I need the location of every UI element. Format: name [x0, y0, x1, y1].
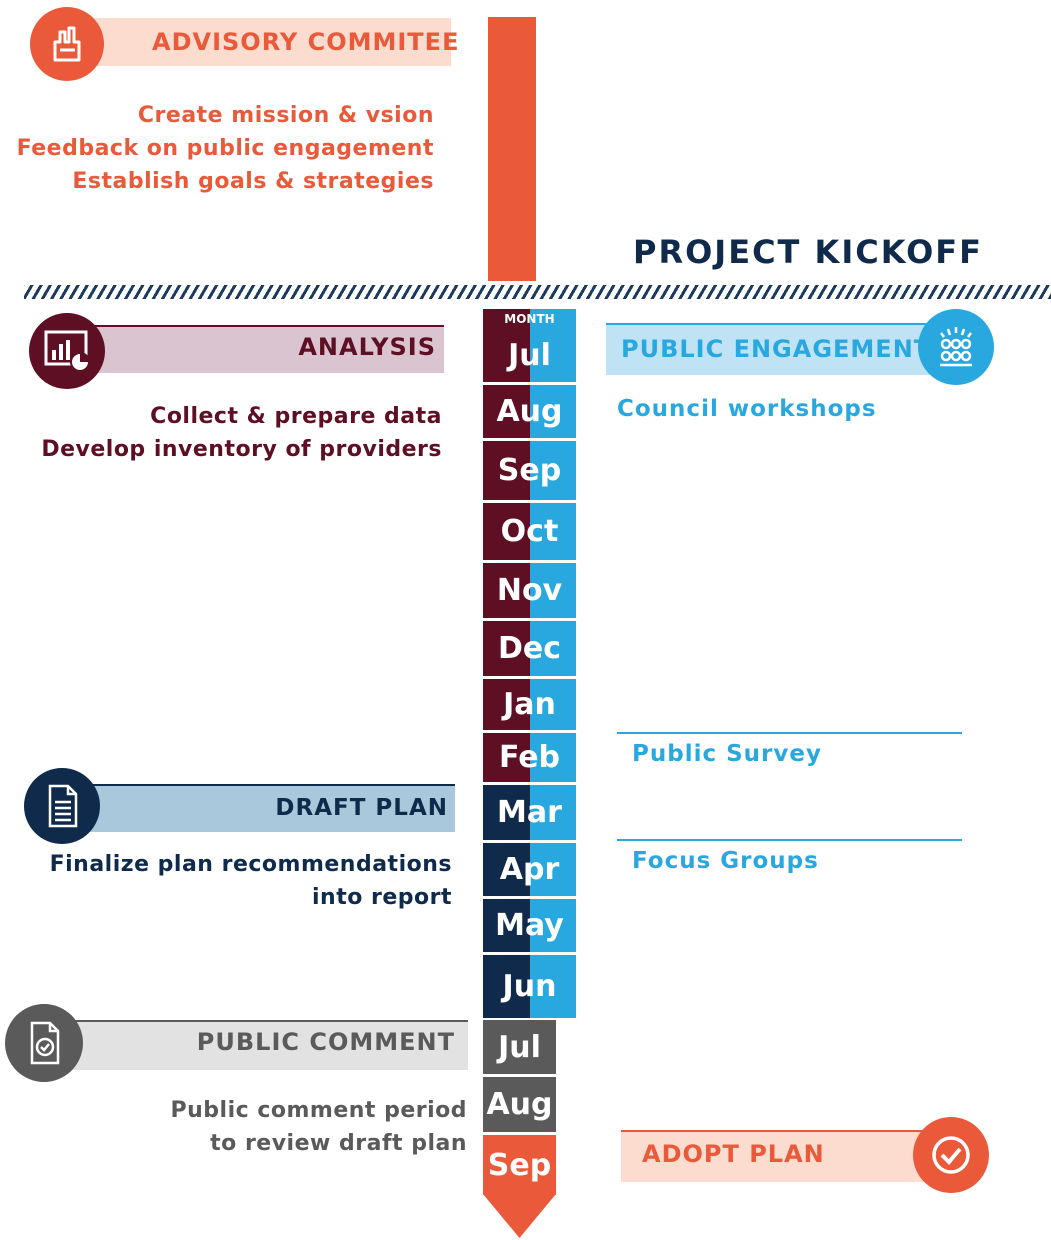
- comment-title: PUBLIC COMMENT: [196, 1028, 455, 1056]
- month-label: Aug: [496, 394, 563, 429]
- month-cell-jan: Jan: [483, 679, 576, 733]
- analysis-description: Collect & prepare data Develop inventory…: [41, 400, 442, 466]
- comment-line-2: to review draft plan: [210, 1131, 467, 1156]
- month-label: Jan: [503, 687, 556, 722]
- engagement-band: [606, 323, 960, 375]
- month-label: Mar: [497, 795, 562, 830]
- timeline-arrow-tip: [483, 1194, 556, 1238]
- engagement-icon-circle: [918, 309, 994, 385]
- advisory-bar: [488, 17, 536, 281]
- month-cell-feb: Feb: [483, 733, 576, 785]
- month-cell-aug-2: Aug: [483, 1077, 556, 1135]
- draft-line-1: Finalize plan recommendations: [49, 852, 452, 877]
- engagement-item-council: Council workshops: [617, 396, 877, 422]
- month-header-label: MONTH: [504, 312, 555, 326]
- month-label: Apr: [499, 852, 560, 887]
- month-cell-may: May: [483, 899, 576, 955]
- month-cell-jul: Jul: [483, 329, 576, 385]
- advisory-line-1: Create mission & vsion: [137, 103, 434, 128]
- month-cell-mar: Mar: [483, 785, 576, 843]
- people-icon: [940, 327, 972, 367]
- month-cell-apr: Apr: [483, 843, 576, 899]
- kickoff-divider: [24, 285, 1051, 299]
- month-cell-sep: Sep: [483, 441, 576, 503]
- focus-divider: [617, 839, 962, 841]
- analysis-line-2: Develop inventory of providers: [41, 437, 442, 462]
- comment-icon-circle: [5, 1004, 83, 1082]
- month-label: Jul: [508, 338, 551, 373]
- draft-line-2: into report: [312, 885, 452, 910]
- month-label: Aug: [486, 1087, 553, 1122]
- month-label: Sep: [487, 1147, 552, 1183]
- advisory-description: Create mission & vsion Feedback on publi…: [17, 99, 434, 198]
- month-cell-jul-2: Jul: [483, 1020, 556, 1077]
- month-label: May: [495, 908, 564, 943]
- month-cell-dec: Dec: [483, 621, 576, 679]
- checklist-icon: [30, 1021, 60, 1065]
- draft-description: Finalize plan recommendations into repor…: [50, 848, 452, 914]
- check-circle-icon: [932, 1136, 970, 1174]
- draft-band: [62, 784, 455, 832]
- comment-band: [44, 1020, 468, 1070]
- comment-line-1: Public comment period: [170, 1098, 467, 1123]
- month-label: Oct: [500, 514, 559, 549]
- engagement-item-focus: Focus Groups: [632, 848, 819, 874]
- month-label: Jun: [502, 969, 557, 1004]
- advisory-band: [62, 18, 451, 66]
- analysis-icon-circle: [29, 313, 105, 389]
- adopt-title: ADOPT PLAN: [642, 1140, 825, 1168]
- draft-title: DRAFT PLAN: [275, 795, 448, 821]
- month-label: Nov: [496, 573, 563, 608]
- advisory-icon-circle: [30, 7, 104, 81]
- month-header: MONTH: [483, 309, 576, 329]
- month-cell-oct: Oct: [483, 503, 576, 563]
- document-icon: [48, 784, 78, 828]
- month-cell-jun: Jun: [483, 955, 576, 1018]
- draft-icon-circle: [24, 768, 100, 844]
- month-label: Feb: [498, 740, 561, 775]
- month-label: Jul: [498, 1029, 541, 1065]
- kickoff-title: PROJECT KICKOFF: [633, 233, 983, 271]
- adopt-band: [621, 1130, 951, 1182]
- month-cell-nov: Nov: [483, 563, 576, 621]
- adopt-icon-circle: [913, 1117, 989, 1193]
- advisory-line-3: Establish goals & strategies: [72, 169, 434, 194]
- chart-icon: [44, 330, 90, 372]
- survey-divider: [617, 732, 962, 734]
- hand-icon: [53, 26, 81, 62]
- advisory-title: ADVISORY COMMITEE: [152, 28, 460, 56]
- comment-description: Public comment period to review draft pl…: [171, 1094, 468, 1160]
- analysis-title: ANALYSIS: [298, 333, 436, 361]
- month-label: Sep: [497, 453, 562, 488]
- analysis-line-1: Collect & prepare data: [150, 404, 442, 429]
- engagement-item-survey: Public Survey: [632, 741, 822, 767]
- advisory-line-2: Feedback on public engagement: [16, 136, 434, 161]
- month-cell-sep-2: Sep: [483, 1135, 556, 1195]
- engagement-title: PUBLIC ENGAGEMENT: [621, 335, 932, 363]
- month-cell-aug: Aug: [483, 385, 576, 441]
- month-label: Dec: [497, 631, 562, 666]
- analysis-band: [72, 325, 444, 373]
